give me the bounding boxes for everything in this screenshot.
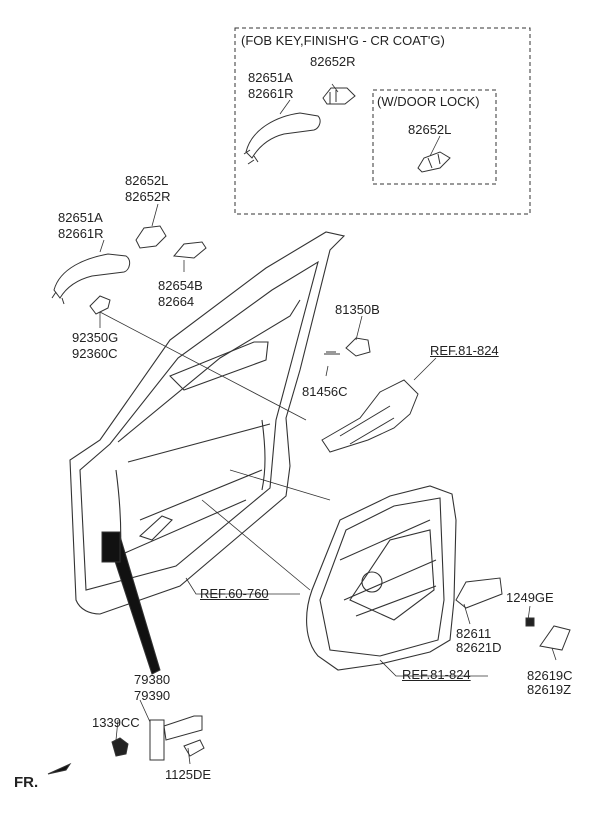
door-module-panel — [306, 485, 457, 671]
leader-lines — [99, 83, 557, 765]
inner-handle-cover — [539, 625, 571, 651]
front-direction-label: FR. — [14, 774, 39, 791]
label-cover-l: 82652L — [125, 173, 169, 188]
screw — [525, 617, 535, 627]
label-cap-b: 82654B — [158, 278, 203, 293]
door-shell — [69, 231, 346, 615]
label-bolt-de: 1125DE — [165, 767, 212, 782]
label-opt-cover-r: 82652R — [310, 54, 356, 69]
door-checker — [101, 531, 161, 675]
label-cover-z: 82619Z — [527, 682, 572, 697]
handle-cover — [135, 225, 167, 249]
checker-bracket — [111, 715, 205, 761]
label-opt-lock-l: 82652L — [408, 122, 452, 137]
label-bolt-cc: 1339CC — [92, 715, 140, 730]
ref-body: REF.60-760 — [200, 586, 269, 601]
label-inner-handle-a: 82611 — [456, 626, 492, 641]
label-cap-c: 82664 — [158, 294, 195, 309]
label-gasket-c: 92360C — [72, 346, 118, 361]
outside-handle-option — [243, 112, 321, 165]
lock-cover-option — [417, 151, 451, 173]
ref-module: REF.81-824 — [402, 667, 471, 682]
label-checker-a: 79380 — [134, 672, 171, 687]
label-cover-c: 82619C — [527, 668, 573, 683]
label-screw-ge: 1249GE — [506, 590, 554, 605]
label-opt-handle-r: 82661R — [248, 86, 294, 101]
door-lock-box-title: (W/DOOR LOCK) — [377, 94, 480, 109]
label-screw-c: 81456C — [302, 384, 348, 399]
outside-handle — [51, 253, 131, 305]
label-gasket-g: 92350G — [72, 330, 119, 345]
front-arrow-icon — [47, 762, 72, 775]
label-inner-handle-b: 82621D — [456, 640, 502, 655]
label-cover-r: 82652R — [125, 189, 171, 204]
latch-bracket — [321, 379, 419, 453]
label-handle-a: 82651A — [58, 210, 103, 225]
option-box-frame — [234, 27, 531, 215]
inner-handle — [455, 577, 503, 609]
door-lock-box-frame — [372, 89, 497, 185]
label-bracket-b: 81350B — [335, 302, 380, 317]
small-bracket — [324, 337, 371, 357]
label-opt-handle-a: 82651A — [248, 70, 293, 85]
handle-cap — [173, 241, 207, 259]
option-box-title: (FOB KEY,FINISH'G - CR COAT'G) — [241, 33, 445, 48]
ref-latch: REF.81-824 — [430, 343, 499, 358]
label-checker-b: 79390 — [134, 688, 171, 703]
gasket — [89, 295, 111, 315]
label-handle-r: 82661R — [58, 226, 104, 241]
cover-option — [322, 87, 356, 105]
